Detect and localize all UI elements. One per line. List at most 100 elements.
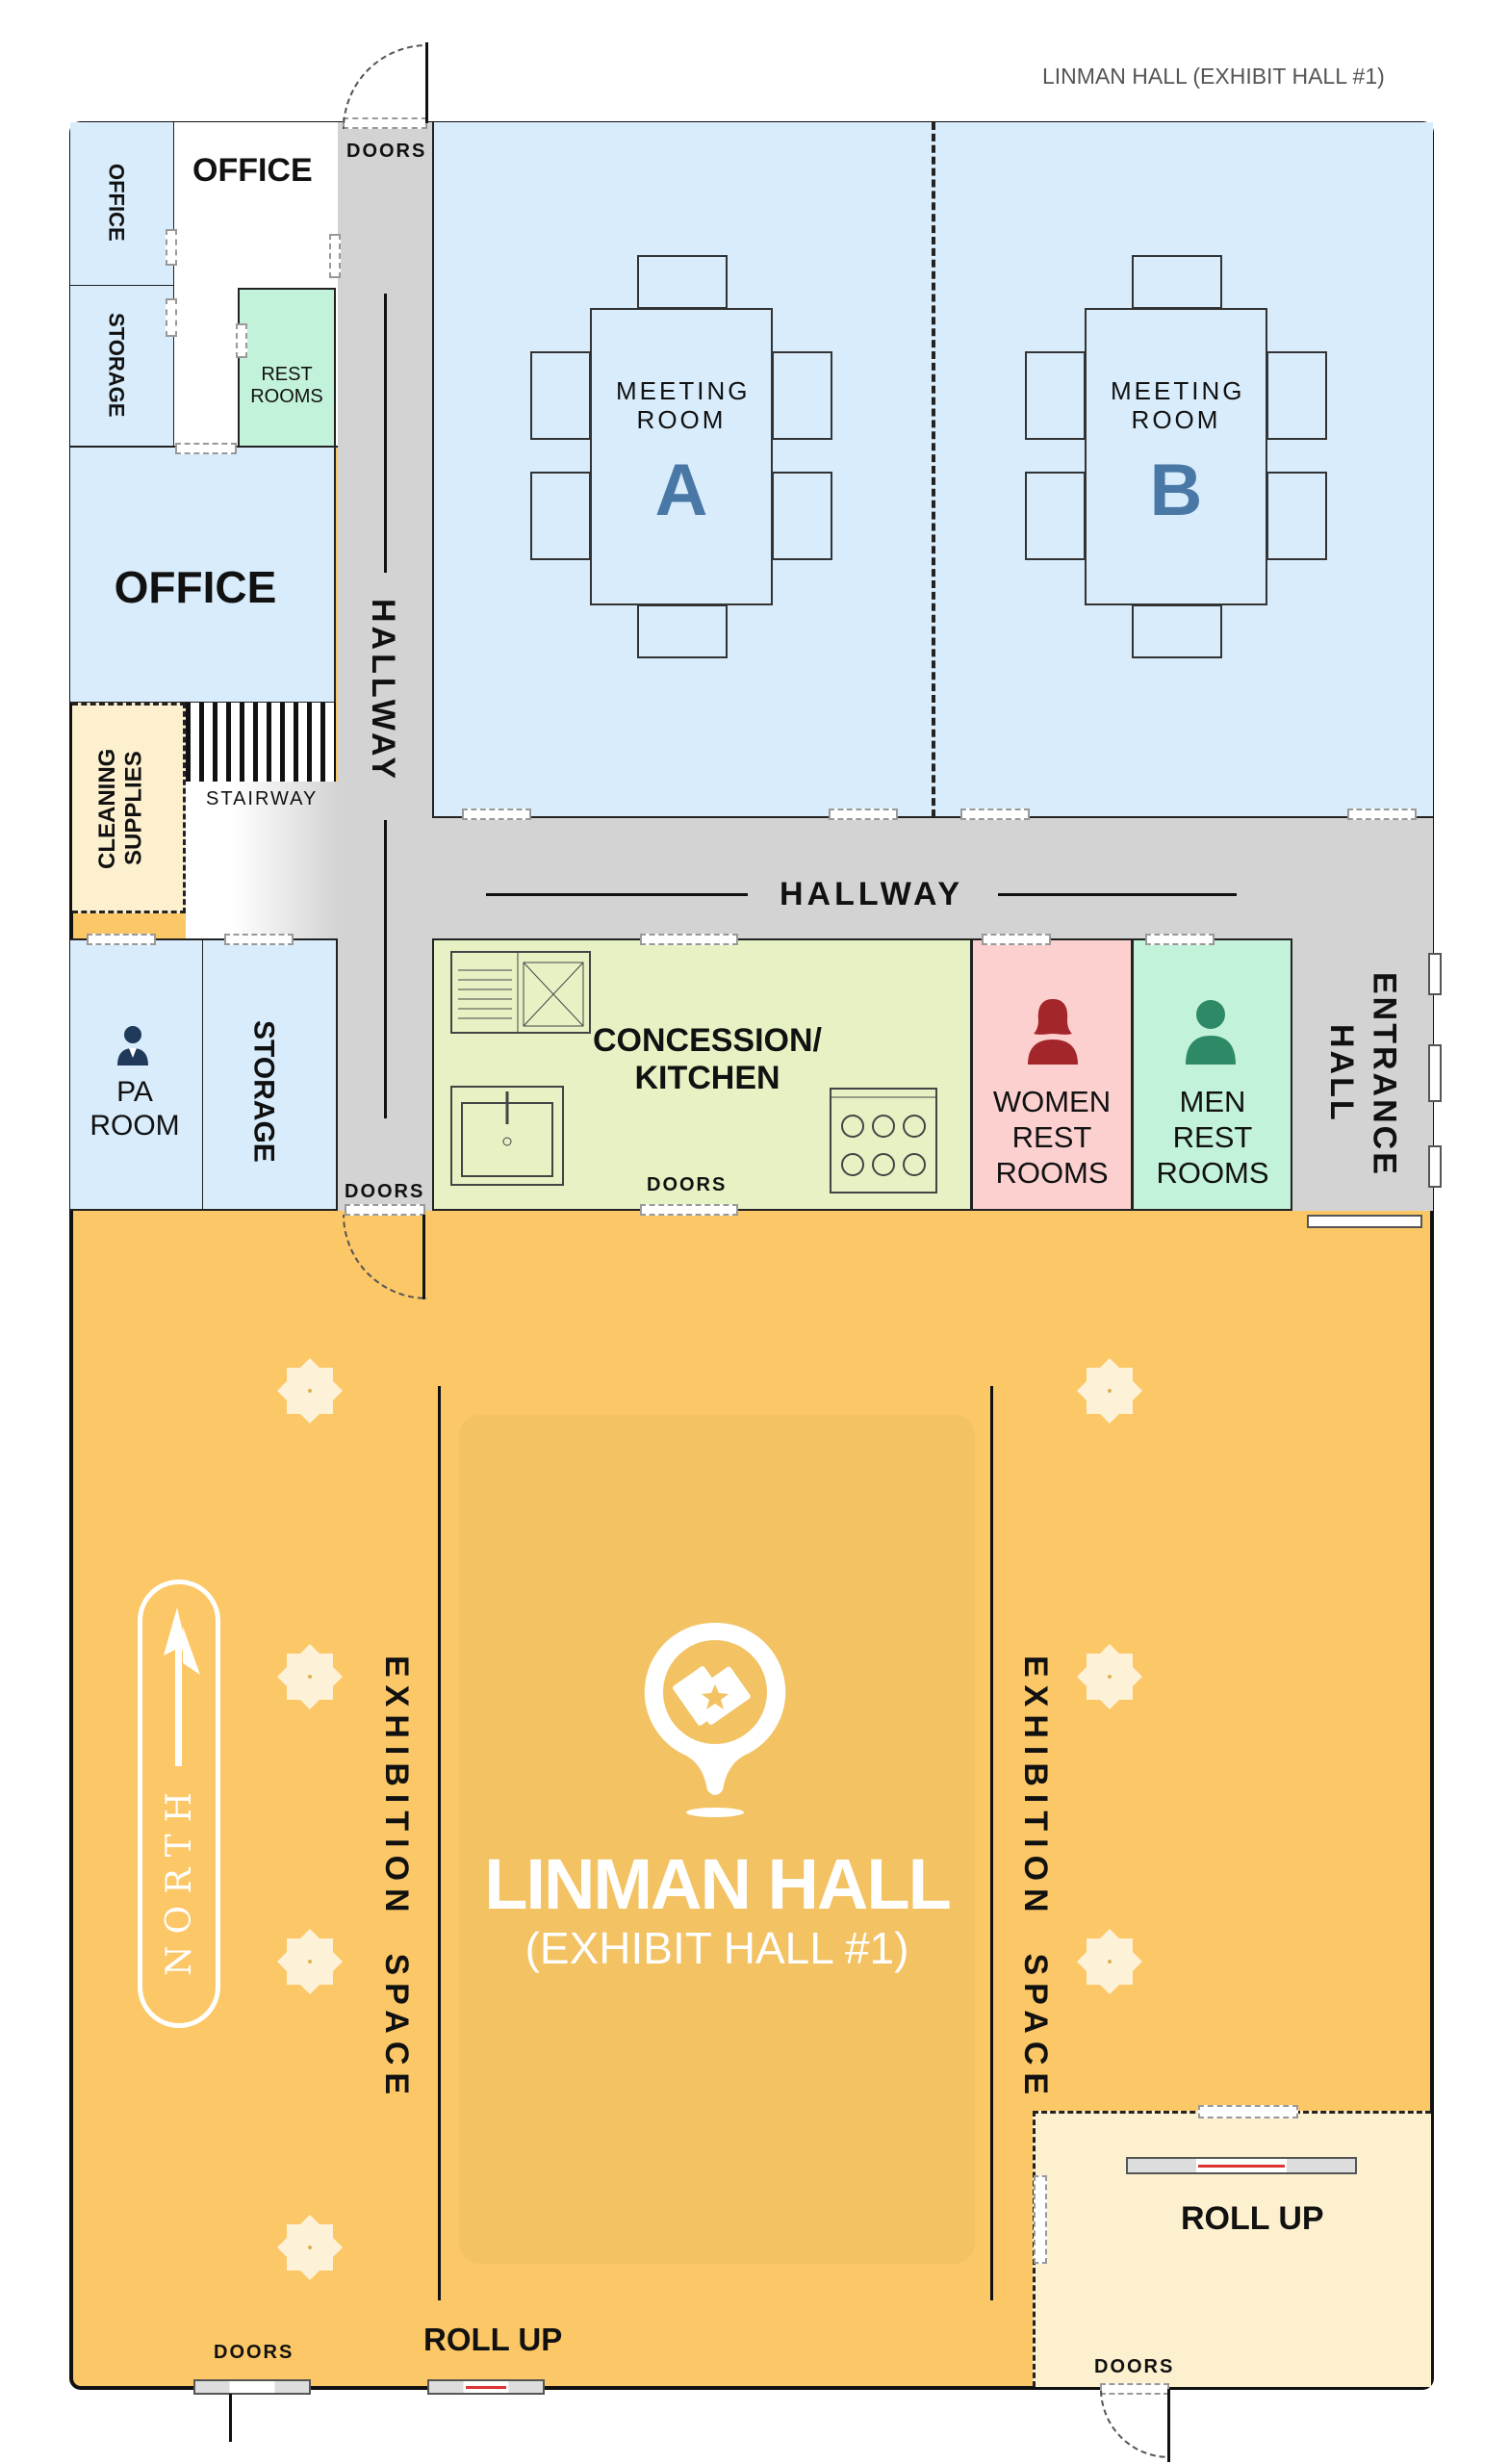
stairway-steps: [186, 703, 336, 782]
center-area: [459, 1415, 975, 2264]
person-icon: [117, 1026, 148, 1065]
door-entrance-1[interactable]: [1428, 953, 1442, 995]
women-label: WOMEN REST ROOMS: [992, 1085, 1112, 1191]
doors-hall-bottom-label: DOORS: [345, 1181, 425, 1202]
table-a[interactable]: [590, 308, 773, 605]
door[interactable]: [236, 323, 247, 358]
roll-up-room-label: ROLL UP: [1181, 2200, 1324, 2237]
door-bottom-left-leaf: [229, 2394, 232, 2442]
sink-icon: [450, 1086, 564, 1186]
chair: [1266, 351, 1327, 440]
cleaning-supplies-label: CLEANING SUPPLIES: [94, 748, 147, 869]
stair-landing: [186, 782, 340, 938]
door-top-leaf: [425, 42, 428, 123]
door[interactable]: [960, 808, 1030, 820]
stove-icon: [830, 1088, 937, 1194]
entrance-hall: [1292, 938, 1433, 1211]
door[interactable]: [982, 934, 1051, 945]
hallway-vertical-label: HALLWAY: [365, 599, 402, 783]
light-icon: [277, 1358, 343, 1424]
center-title: LINMAN HALL: [484, 1844, 952, 1924]
office-small-label: OFFICE: [104, 164, 129, 242]
chair: [1025, 351, 1086, 440]
door-concession[interactable]: [640, 1204, 738, 1216]
storage-small-label: STORAGE: [104, 313, 129, 418]
rest-rooms-label: REST ROOMS: [250, 364, 323, 407]
chair: [1025, 472, 1086, 560]
cleaning-supplies-room: [72, 703, 186, 913]
concession-label: CONCESSION/ KITCHEN: [592, 1022, 823, 1097]
door-bottom-left[interactable]: [193, 2379, 311, 2395]
light-icon: [277, 1929, 343, 1994]
light-icon: [1077, 1644, 1142, 1709]
man-icon: [1186, 1000, 1236, 1065]
entrance-hall-label: ENTRANCE HALL: [1323, 972, 1403, 1177]
roll-up-bottom-label: ROLL UP: [423, 2322, 563, 2357]
office-main-label: OFFICE: [114, 562, 277, 612]
meeting-room-b-label: MEETING ROOM: [1111, 376, 1245, 434]
chair: [637, 255, 728, 309]
door-entrance-3[interactable]: [1428, 1145, 1442, 1188]
chair: [530, 351, 591, 440]
doors-top-label: DOORS: [346, 141, 427, 162]
counter-icon: [450, 951, 591, 1034]
north-arrow-icon: [164, 1607, 200, 1766]
chair: [1266, 472, 1327, 560]
storage-room: [203, 938, 338, 1211]
door[interactable]: [1145, 934, 1215, 945]
hallway-horizontal: [432, 817, 1433, 938]
office-small-room: [70, 122, 175, 287]
women-rest-rooms: [971, 938, 1133, 1211]
door[interactable]: [640, 934, 738, 945]
hallway-arrow-left: [486, 893, 748, 896]
door[interactable]: [462, 808, 531, 820]
meeting-room-b-letter: B: [1149, 449, 1203, 531]
exhibit-arrow-right: [990, 1386, 993, 2300]
stairway-label: STAIRWAY: [206, 788, 319, 809]
roll-up-door-inner-track: [1198, 2165, 1285, 2168]
door[interactable]: [829, 808, 898, 820]
chair: [772, 472, 832, 560]
meeting-room-a-letter: A: [654, 449, 708, 531]
door-hall-bottom[interactable]: [345, 1204, 425, 1216]
exhibit-arrow-left: [438, 1386, 441, 2300]
north-compass: [138, 1579, 220, 2028]
door-entrance-2[interactable]: [1428, 1044, 1442, 1102]
door[interactable]: [224, 934, 294, 945]
office-top-label: OFFICE: [192, 152, 313, 189]
exhibition-space-right-label: EXHIBITION SPACE: [1017, 1656, 1055, 2103]
hallway-arrow-down: [384, 820, 387, 1118]
north-label: NORTH: [160, 1781, 199, 1976]
roll-up-door-bottom-track: [466, 2386, 506, 2389]
header-title: LINMAN HALL (EXHIBIT HALL #1): [1042, 64, 1385, 89]
light-icon: [1077, 1929, 1142, 1994]
door[interactable]: [166, 229, 177, 266]
hallway-arrow-up: [384, 294, 387, 573]
men-label: MEN REST ROOMS: [1156, 1085, 1269, 1191]
door[interactable]: [1347, 808, 1417, 820]
hallway-horizontal-label: HALLWAY: [780, 876, 964, 912]
door-hall-leaf: [422, 1215, 425, 1299]
men-rest-rooms: [1132, 938, 1292, 1211]
chair: [1132, 604, 1222, 658]
door[interactable]: [175, 443, 237, 454]
door[interactable]: [1034, 2175, 1047, 2264]
door[interactable]: [166, 298, 177, 337]
pa-room-label: PA ROOM: [90, 1076, 180, 1142]
door-entrance-side[interactable]: [1307, 1215, 1422, 1228]
light-icon: [277, 1644, 343, 1709]
doors-bottom-right-label: DOORS: [1094, 2356, 1175, 2377]
doors-concession-label: DOORS: [647, 1174, 728, 1195]
chair: [1132, 255, 1222, 309]
table-b[interactable]: [1085, 308, 1267, 605]
door[interactable]: [87, 934, 156, 945]
hallway-arrow-right: [998, 893, 1237, 896]
light-icon: [277, 2215, 343, 2280]
chair: [530, 472, 591, 560]
storage-label: STORAGE: [247, 1020, 280, 1163]
chair: [772, 351, 832, 440]
meeting-room-a-label: MEETING ROOM: [616, 376, 751, 434]
door[interactable]: [1198, 2105, 1298, 2118]
door[interactable]: [329, 234, 341, 278]
chair: [637, 604, 728, 658]
